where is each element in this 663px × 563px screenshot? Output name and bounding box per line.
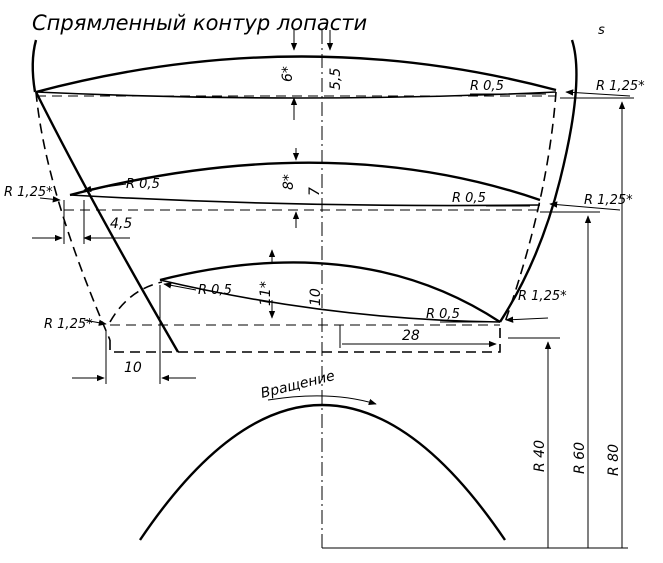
r05-mid-left: R 0,5 <box>126 177 160 192</box>
r05-mid-left-leader <box>83 183 127 193</box>
dim-offset-45: 4,5 <box>110 216 132 232</box>
dim-offset-10: 10 <box>124 360 142 376</box>
low-section-upper <box>159 261 501 324</box>
radius-r60: R 60 <box>572 442 588 474</box>
dim-thick-mid: 8* <box>281 174 297 190</box>
r05-mid-right: R 0,5 <box>452 191 486 206</box>
r125-mid-right-leader <box>549 201 621 211</box>
drawing-title: Спрямленный контур лопасти <box>32 11 367 35</box>
right-edge-solid <box>498 39 578 323</box>
r05-low-right: R 0,5 <box>426 307 460 322</box>
radius-r80: R 80 <box>606 444 622 476</box>
dim-thick-mid-2: 7 <box>307 187 323 196</box>
r125-top-right: R 1,25* <box>596 79 645 94</box>
left-envelope-dashed <box>35 91 111 341</box>
r05-low-left: R 0,5 <box>198 283 232 298</box>
radius-r40: R 40 <box>532 440 548 472</box>
r125-low-right-leader <box>505 316 549 323</box>
dim-thick-low: 11* <box>258 281 274 306</box>
dim-length-28: 28 <box>402 328 420 344</box>
r125-top-leader <box>565 89 631 97</box>
r125-low-left-leader <box>83 319 107 326</box>
low-section-lower <box>159 279 501 323</box>
mid-section-upper <box>69 161 541 202</box>
bottom-envelope-dashed <box>109 322 501 353</box>
left-edge-line <box>34 91 180 353</box>
r125-mid-right: R 1,25* <box>584 193 633 208</box>
rotation-arrow <box>267 395 377 405</box>
mid-section-lower <box>69 194 541 207</box>
dim-thick-top: 6* <box>280 66 296 82</box>
r125-mid-left-leader <box>39 196 61 203</box>
top-section-lower <box>35 91 557 99</box>
r125-low-left: R 1,25* <box>44 317 93 332</box>
r05-top-right: R 0,5 <box>470 79 504 94</box>
dim-thick-top-2: 5,5 <box>328 68 344 90</box>
top-section-upper <box>35 55 557 94</box>
hub-arc <box>139 403 506 541</box>
r05-low-left-leader <box>163 282 197 291</box>
corner-mark: s <box>598 23 605 38</box>
low-leading-dashed <box>109 281 163 323</box>
dim-thick-low-2: 10 <box>308 288 324 306</box>
r125-mid-left: R 1,25* <box>4 185 53 200</box>
left-edge-top <box>31 39 38 93</box>
r125-low-right: R 1,25* <box>518 289 567 304</box>
right-envelope-dashed <box>504 91 557 323</box>
